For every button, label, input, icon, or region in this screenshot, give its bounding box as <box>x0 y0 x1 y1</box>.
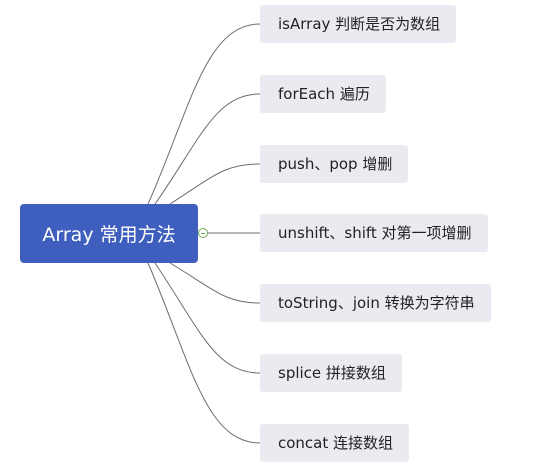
branch-topic-tostring-join[interactable]: toString、join 转换为字符串 <box>260 284 491 322</box>
root-topic-label: Array 常用方法 <box>42 224 176 246</box>
connector-splice <box>154 262 261 374</box>
connector-push-pop <box>169 163 261 205</box>
branch-topic-push-pop[interactable]: push、pop 增删 <box>260 145 409 183</box>
connector-isarray <box>147 23 261 205</box>
connector-foreach <box>154 93 261 205</box>
branch-topic-label: push、pop 增删 <box>278 155 393 173</box>
branch-topic-label: isArray 判断是否为数组 <box>278 15 441 33</box>
branch-topic-unshift-shift[interactable]: unshift、shift 对第一项增删 <box>260 214 488 252</box>
branch-topic-label: toString、join 转换为字符串 <box>278 294 475 312</box>
branch-topic-concat[interactable]: concat 连接数组 <box>260 424 410 462</box>
connector-tostring-join <box>169 262 261 304</box>
branch-topic-splice[interactable]: splice 拼接数组 <box>260 354 402 392</box>
branch-topic-label: concat 连接数组 <box>278 434 394 452</box>
connector-concat <box>147 262 261 444</box>
connector-group <box>147 23 261 444</box>
branch-topic-label: forEach 遍历 <box>278 85 370 103</box>
branch-topic-isarray[interactable]: isArray 判断是否为数组 <box>260 5 457 43</box>
branch-topic-label: unshift、shift 对第一项增删 <box>278 224 472 242</box>
branch-topic-label: splice 拼接数组 <box>278 364 386 382</box>
collapse-minus-icon[interactable] <box>198 228 208 238</box>
root-topic[interactable]: Array 常用方法 <box>20 204 198 263</box>
branch-topic-foreach[interactable]: forEach 遍历 <box>260 75 386 113</box>
